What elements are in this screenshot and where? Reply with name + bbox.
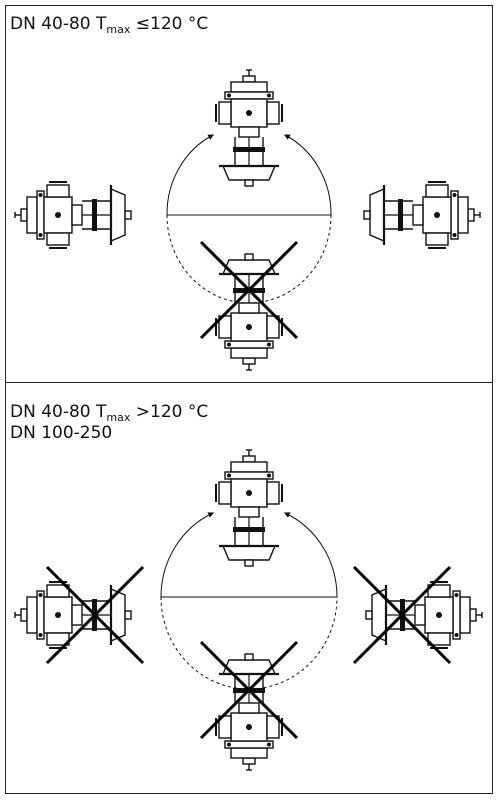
cross-mark-right (352, 565, 452, 665)
section-1-prefix: DN 40-80 T (10, 14, 107, 34)
cross-mark-bottom (199, 640, 299, 740)
section-2-suffix: >120 °C (130, 402, 209, 422)
cross-mark-left (45, 565, 145, 665)
section-2-prefix: DN 40-80 T (10, 402, 107, 422)
valve-right (362, 180, 482, 250)
rotation-arrow-left (160, 512, 215, 598)
rotation-arrow-right (283, 512, 338, 598)
section-1-sub: max (106, 23, 131, 36)
section-2-label-line2: DN 100-250 (10, 423, 113, 443)
section-2-sub: max (106, 411, 131, 424)
cross-mark-bottom (199, 240, 299, 340)
valve-top (214, 68, 284, 188)
rotation-arrow-left (166, 134, 215, 216)
rotation-arrow-right (283, 134, 332, 216)
diagram-section-2 (13, 448, 484, 772)
valve-left (13, 180, 133, 250)
section-1-suffix: ≤120 °C (130, 14, 209, 34)
valve-top (214, 448, 284, 568)
rotation-arc-lower (160, 596, 338, 690)
section-1-label: DN 40-80 Tmax ≤120 °C (10, 14, 208, 35)
figure-frame (5, 5, 493, 794)
section-2-label: DN 40-80 Tmax >120 °C (10, 402, 208, 423)
section-divider (5, 382, 493, 383)
diagram-section-1 (13, 68, 482, 372)
